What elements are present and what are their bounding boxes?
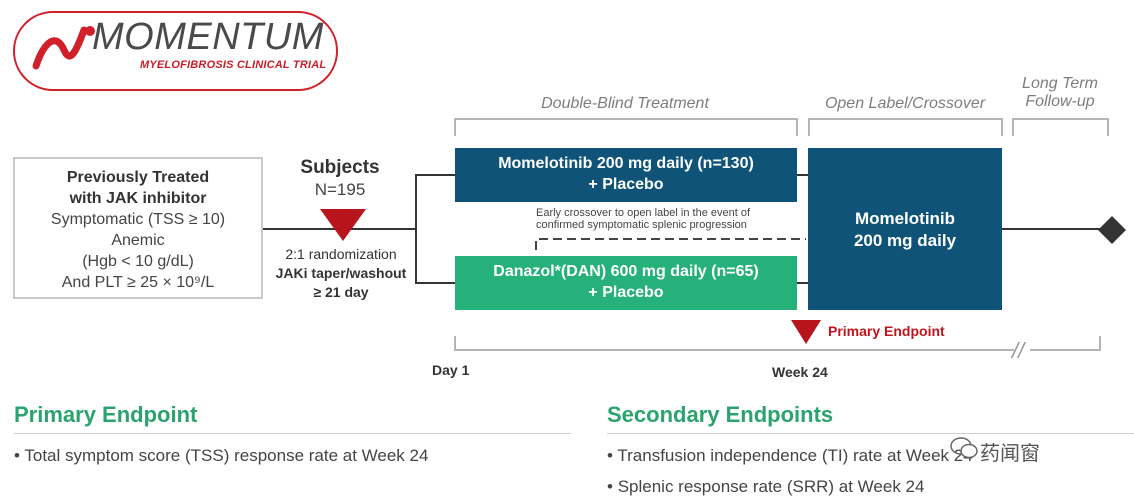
primary-bullet-text: Total symptom score (TSS) response rate … <box>24 446 429 465</box>
secondary-bullet-2: • Splenic response rate (SRR) at Week 24 <box>607 477 925 496</box>
bracket-double-blind <box>454 118 798 136</box>
wechat-icon <box>950 437 978 459</box>
patient-line5: (Hgb < 10 g/dL) <box>82 253 194 270</box>
arm-momelotinib-line1: Momelotinib 200 mg daily (n=130) <box>498 155 754 172</box>
subjects-count: N=195 <box>314 180 366 199</box>
patient-line4: Anemic <box>111 232 165 249</box>
flow-line-split <box>415 174 455 284</box>
arm-momelotinib-line2: + Placebo <box>588 176 664 193</box>
arm-open-label-line2: 200 mg daily <box>853 231 957 250</box>
phase-label-long-term-line2: Follow-up <box>1025 93 1095 111</box>
randomization-ratio: 2:1 randomization <box>285 246 397 262</box>
arm-open-label-box: Momelotinib 200 mg daily <box>808 148 1002 310</box>
timeline-day1-label: Day 1 <box>432 362 470 378</box>
watermark-text: 药闻窗 <box>980 443 1040 465</box>
timeline-break-mark: // <box>1012 338 1025 363</box>
patient-criteria-box: Previously Treated with JAK inhibitor Sy… <box>13 157 263 299</box>
phase-label-long-term-line1: Long Term <box>1022 75 1098 92</box>
bracket-open-label <box>808 118 1003 136</box>
arm-danazol-box: Danazol*(DAN) 600 mg daily (n=65) + Plac… <box>455 256 797 310</box>
randomization-duration: ≥ 21 day <box>313 284 369 300</box>
patient-line2: with JAK inhibitor <box>69 190 207 207</box>
patient-line6: And PLT ≥ 25 × 10⁹/L <box>61 274 215 291</box>
timeline-line <box>454 336 1014 351</box>
crossover-note-line1: Early crossover to open label in the eve… <box>536 207 751 219</box>
primary-endpoint-heading: Primary Endpoint <box>14 402 198 427</box>
patient-line3: Symptomatic (TSS ≥ 10) <box>50 211 226 228</box>
arm-danazol-line2: + Placebo <box>588 284 664 301</box>
primary-section-rule <box>14 433 571 434</box>
phase-label-double-blind: Double-Blind Treatment <box>541 95 709 112</box>
randomization-washout: JAKi taper/washout <box>275 265 407 281</box>
bracket-long-term <box>1012 118 1109 136</box>
end-diamond-icon <box>1098 216 1126 244</box>
subjects-title: Subjects <box>300 157 380 178</box>
crossover-dashed-line <box>535 238 806 250</box>
secondary-bullet-1-text: Transfusion independence (TI) rate at We… <box>617 446 973 465</box>
secondary-bullet-1: • Transfusion independence (TI) rate at … <box>607 446 973 465</box>
primary-endpoint-triangle-icon <box>791 320 821 344</box>
randomization-text: 2:1 randomization JAKi taper/washout ≥ 2… <box>262 245 420 302</box>
arm-danazol-line1: Danazol*(DAN) 600 mg daily (n=65) <box>493 263 759 280</box>
logo-subtitle: MYELOFIBROSIS CLINICAL TRIAL <box>140 59 327 71</box>
patient-line1: Previously Treated <box>66 169 210 186</box>
logo-title: MOMENTUM <box>92 16 324 58</box>
primary-endpoint-marker-label: Primary Endpoint <box>828 323 945 339</box>
crossover-note-line2: confirmed symptomatic splenic progressio… <box>536 219 747 231</box>
secondary-endpoints-heading: Secondary Endpoints <box>607 402 834 427</box>
secondary-section-rule <box>607 433 1134 434</box>
timeline-week24-label: Week 24 <box>772 364 828 380</box>
crossover-note: Early crossover to open label in the eve… <box>536 207 794 231</box>
phase-label-open-label: Open Label/Crossover <box>824 95 986 112</box>
logo-swoosh-icon <box>32 26 95 70</box>
phase-label-long-term: Long Term Follow-up <box>1010 75 1110 112</box>
arm-open-label-line1: Momelotinib <box>854 209 956 228</box>
arm-momelotinib-box: Momelotinib 200 mg daily (n=130) + Place… <box>455 148 797 202</box>
primary-bullet: • Total symptom score (TSS) response rat… <box>14 446 429 465</box>
timeline-line-end <box>1030 336 1101 351</box>
randomization-triangle-icon <box>320 209 366 241</box>
secondary-bullet-2-text: Splenic response rate (SRR) at Week 24 <box>617 477 925 496</box>
